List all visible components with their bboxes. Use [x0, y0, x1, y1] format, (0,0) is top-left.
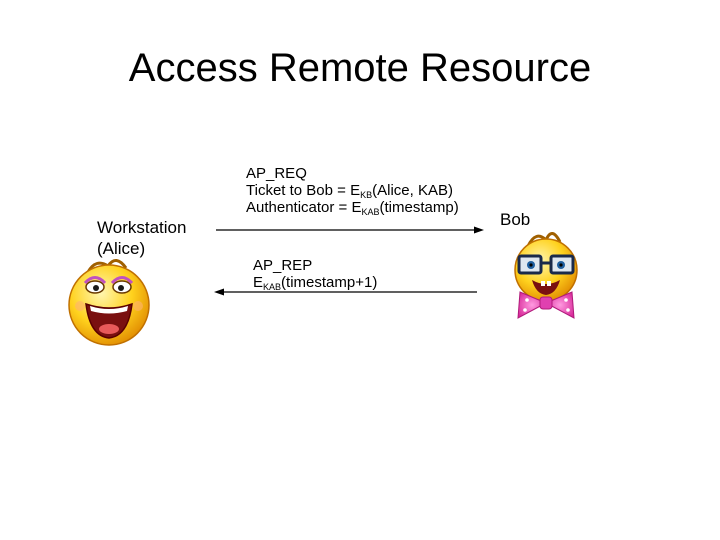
ap-req-authenticator-line: Authenticator = EKAB(timestamp) — [246, 199, 459, 217]
ap-req-message: AP_REQ Ticket to Bob = EKB(Alice, KAB) A… — [246, 165, 459, 217]
ap-rep-line: EKAB(timestamp+1) — [253, 274, 378, 292]
bob-label: Bob — [500, 210, 531, 229]
slide-title: Access Remote Resource — [128, 46, 592, 90]
ap-req-ticket-line: Ticket to Bob = EKB(Alice, KAB) — [246, 182, 453, 200]
alice-label-line1: Workstation — [97, 218, 187, 237]
ap-req-title: AP_REQ — [246, 165, 307, 182]
ap-req-arrow — [216, 226, 484, 234]
ap-rep-arrow — [214, 288, 477, 296]
alice-label-line2: (Alice) — [97, 239, 146, 258]
bob-nerd-smiley-icon — [514, 232, 578, 319]
ap-rep-title: AP_REP — [253, 257, 313, 274]
alice-smiley-icon — [68, 259, 150, 346]
ap-rep-message: AP_REP EKAB(timestamp+1) — [253, 257, 378, 292]
alice-label: Workstation (Alice) — [97, 217, 186, 259]
